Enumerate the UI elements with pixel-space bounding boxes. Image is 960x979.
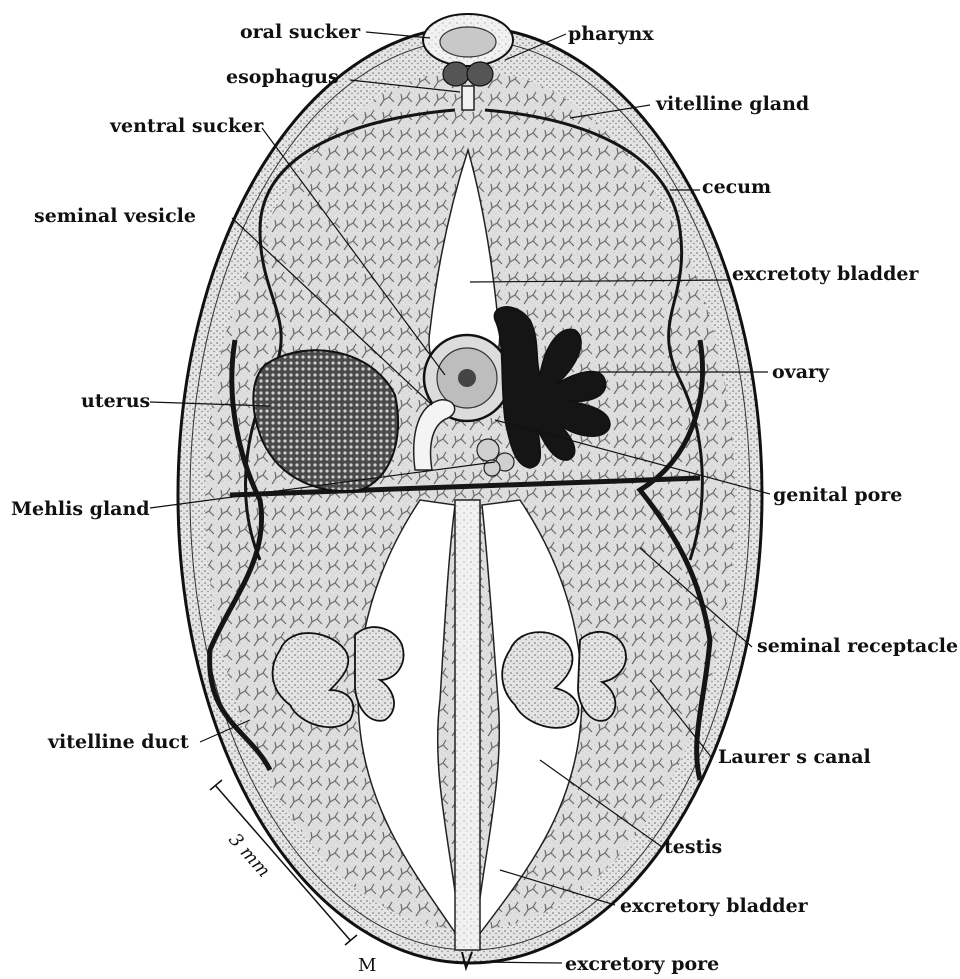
label-testis: testis [664, 836, 722, 858]
label-genital-pore: genital pore [773, 484, 902, 506]
label-pharynx: pharynx [568, 23, 654, 45]
label-cecum: cecum [702, 176, 771, 198]
scale-bar-label: 3 mm [224, 829, 274, 881]
label-ventral-sucker: ventral sucker [109, 115, 264, 137]
label-vitelline-gland: vitelline gland [655, 93, 809, 115]
testis-right [502, 632, 626, 728]
label-laurers-canal: Laurer s canal [718, 746, 871, 768]
label-mehlis-gland: Mehlis gland [11, 498, 150, 520]
label-seminal-receptacle: seminal receptacle [757, 635, 958, 657]
label-excretory-pore: excretory pore [565, 953, 719, 975]
label-oral-sucker: oral sucker [240, 21, 361, 43]
illustrator-signature: M [358, 955, 376, 976]
label-excretory-bladder: excretory bladder [620, 895, 809, 917]
label-esophagus: esophagus [226, 66, 339, 88]
label-ovary: ovary [772, 361, 830, 383]
label-seminal-vesicle: seminal vesicle [34, 205, 196, 227]
esophagus [462, 86, 474, 110]
label-vitelline-duct: vitelline duct [47, 731, 189, 753]
label-uterus: uterus [81, 390, 150, 412]
label-excretoty-bladder: excretoty bladder [732, 263, 919, 285]
oral-sucker [423, 14, 513, 66]
